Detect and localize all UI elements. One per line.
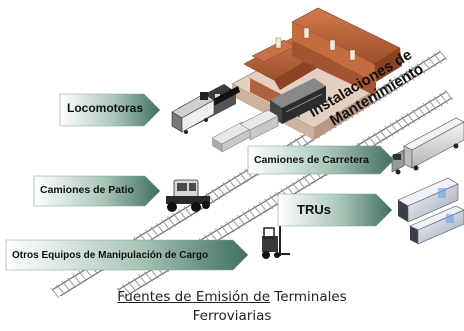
rail-tie [433,96,443,107]
rail-tie [439,92,448,104]
rail-tie [264,198,273,210]
rail-tie [72,274,82,285]
rail-tie [236,215,246,226]
rail-tie [138,274,148,286]
rail-tie [78,270,88,282]
rail-tie [61,280,71,292]
label-camiones-patio: Camiones de Patio [40,184,134,196]
yard-truck-icon [166,179,210,212]
rail-tie [291,182,301,193]
rail-tie [297,178,306,190]
rail-tie [239,172,248,183]
rail-tie [133,277,142,289]
arrow-trus [277,193,393,227]
rail-tie [405,70,415,81]
rail-tie [50,287,60,299]
rail-tie [269,195,279,206]
label-locomotoras: Locomotoras [67,101,143,115]
label-otros-equipos: Otros Equipos de Manipulación de Cargo [12,250,208,261]
rail-tie [215,228,224,239]
rail-tie [216,185,226,197]
rail-tie [178,209,187,221]
arrow-otros-equipos [5,239,249,271]
rail-tie [422,102,432,114]
rail-tie [172,212,182,224]
caption-line1: Fuentes de Emisión de Terminales [0,288,464,307]
rail-tie [56,284,65,295]
rail-tie [231,218,241,230]
rail-tie [444,89,454,101]
rail-tie [416,63,426,74]
rail-tie [421,59,431,71]
rail-tie [438,49,448,61]
rail-tie [67,277,77,289]
rail-tie [227,178,237,190]
rail-tie [183,206,193,217]
caption-line2: Ferroviarias [192,308,272,324]
rail-tie [143,271,153,282]
rail-tie [220,224,230,236]
rail-tie [368,135,377,147]
switcher-locomotive-icon [171,92,215,134]
rail-tie [383,83,392,95]
rail-tie [417,106,427,117]
label-camiones-carretera: Camiones de Carretera [254,154,369,166]
source-arrows [5,93,395,271]
rail-cars-illustration [211,78,326,153]
rail-tie [253,205,263,216]
arrow-camiones-patio [33,175,161,207]
rail-tie [394,76,404,88]
rail-tie [428,99,437,111]
rail-tie [411,109,421,121]
rail-tie [211,189,221,200]
rail-tie [225,221,235,233]
rail-tie [144,229,154,241]
arrow-camiones-carretera [247,145,395,175]
rail-tie [167,216,176,227]
rail-tie [427,56,437,68]
source-labels: Locomotoras Camiones de Carretera Camion… [12,101,369,261]
caption-underlined: Fuentes de Emisión de [117,289,271,305]
rail-tie [406,112,416,124]
rail-tie [302,175,312,187]
tru-containers-icon [397,177,464,245]
rail-tie [155,223,165,234]
rail-tie [300,134,309,146]
rail-tie [222,182,232,193]
rail-tie [389,122,399,134]
rail-tie [399,73,409,85]
rail-tie [395,119,405,131]
rail-tie [150,226,160,238]
rail-tie [377,87,387,98]
forklift-icon [262,222,290,259]
rail-tie [388,80,398,91]
rail-tie [373,132,383,144]
rail-tie [122,284,131,296]
caption-rest: Terminales [270,289,347,305]
rail-tie [258,201,268,213]
rail-tie [410,66,420,78]
rail-tie [400,116,410,127]
rail-tie [233,175,243,187]
rail-tie [433,53,442,64]
rail-tie [247,208,257,220]
arrow-locomotoras [59,93,161,127]
rail-tie [242,211,252,223]
label-trus: TRUs [297,202,331,217]
rail-tie [116,287,126,299]
rail-tie [384,125,394,137]
rail-tie [127,281,137,292]
rail-tie [205,192,215,204]
figure-caption: Fuentes de Emisión de Terminales Ferrovi… [0,288,464,326]
highway-truck-icon [391,117,464,175]
rail-tie [379,129,388,140]
rail-tie [161,219,171,231]
